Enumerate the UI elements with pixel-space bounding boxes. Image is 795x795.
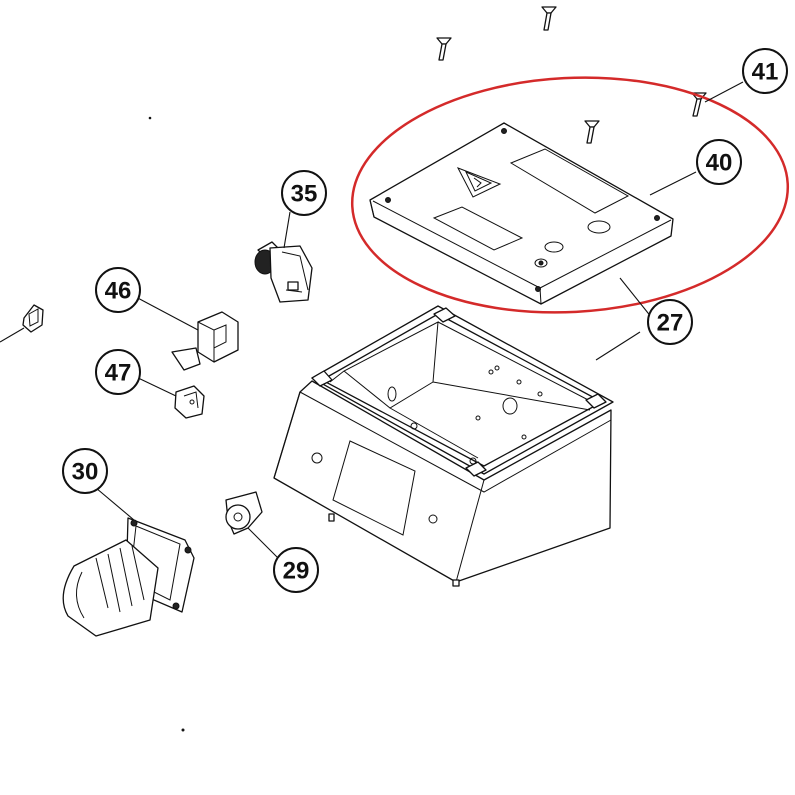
screw-top-left	[436, 37, 452, 61]
svg-text:47: 47	[105, 360, 132, 387]
svg-text:30: 30	[72, 459, 99, 486]
svg-text:27: 27	[657, 310, 684, 337]
knob-component	[225, 491, 263, 535]
bracket-component	[171, 311, 239, 371]
callout-29: 29	[273, 547, 319, 593]
svg-text:40: 40	[706, 150, 733, 177]
connector-component	[62, 517, 195, 637]
highlight-ellipse	[350, 76, 790, 314]
switch-component	[254, 241, 313, 303]
screw-top-center	[541, 6, 557, 31]
svg-text:29: 29	[283, 558, 310, 585]
callout-27: 27	[647, 299, 693, 345]
callout-35: 35	[281, 170, 327, 216]
svg-text:41: 41	[752, 59, 779, 86]
callout-40: 40	[696, 139, 742, 185]
callout-46: 46	[95, 267, 141, 313]
svg-text:35: 35	[291, 181, 318, 208]
clip-component	[174, 385, 205, 419]
callout-30: 30	[62, 448, 108, 494]
lid-cover	[369, 122, 674, 305]
nut-left	[22, 304, 44, 333]
svg-text:46: 46	[105, 278, 132, 305]
callout-41: 41	[742, 48, 788, 94]
callout-47: 47	[95, 349, 141, 395]
enclosure-box	[273, 305, 614, 587]
screw-lid	[584, 120, 600, 144]
